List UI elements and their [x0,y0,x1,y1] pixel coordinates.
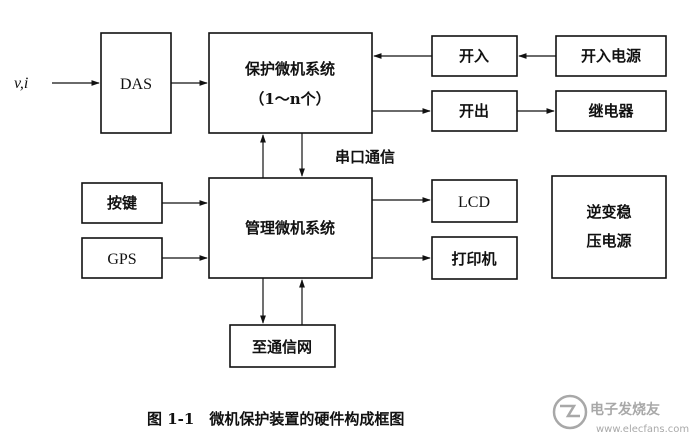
keypad-label: 按键 [107,194,137,212]
lcd-block: LCD [431,179,518,223]
keypad-block: 按键 [81,182,163,224]
watermark-url: www.elecfans.com [596,424,689,435]
das-block: DAS [100,32,172,134]
switch-in-power-label: 开入电源 [581,47,641,65]
switch-in-power-block: 开入电源 [555,35,667,77]
watermark: 电子发烧友 www.elecfans.com [552,394,689,435]
protection-system-title: 保护微机系统 [244,60,335,78]
input-signal-label: v,i [14,75,28,92]
network-block: 至通信网 [229,324,336,368]
gps-block: GPS [81,237,163,279]
switch-in-label: 开入 [459,47,489,65]
gps-label: GPS [107,251,136,268]
switch-out-label: 开出 [459,102,489,120]
watermark-logo-icon [552,394,588,430]
protection-system-count: （1～n个） [249,90,330,108]
management-system-block: 管理微机系统 [208,177,373,279]
inverter-power-line2: 压电源 [586,232,631,250]
printer-label: 打印机 [451,250,496,268]
watermark-brand: 电子发烧友 [590,401,660,418]
das-label: DAS [120,76,152,93]
serial-comm-label: 串口通信 [335,148,395,166]
figure-caption: 图 1-1 微机保护装置的硬件构成框图 [147,410,404,428]
relay-label: 继电器 [588,102,634,120]
switch-out-block: 开出 [431,90,518,132]
inverter-power-block: 逆变稳 压电源 [551,175,667,279]
lcd-label: LCD [458,194,490,211]
watermark-bolt-icon [560,404,580,418]
connections [52,53,556,325]
printer-block: 打印机 [431,236,518,280]
relay-block: 继电器 [555,90,667,132]
inverter-power-line1: 逆变稳 [586,203,631,221]
switch-in-block: 开入 [431,35,518,77]
network-label: 至通信网 [252,338,312,356]
protection-system-block: 保护微机系统 （1～n个） [208,32,373,134]
management-system-title: 管理微机系统 [245,219,335,237]
